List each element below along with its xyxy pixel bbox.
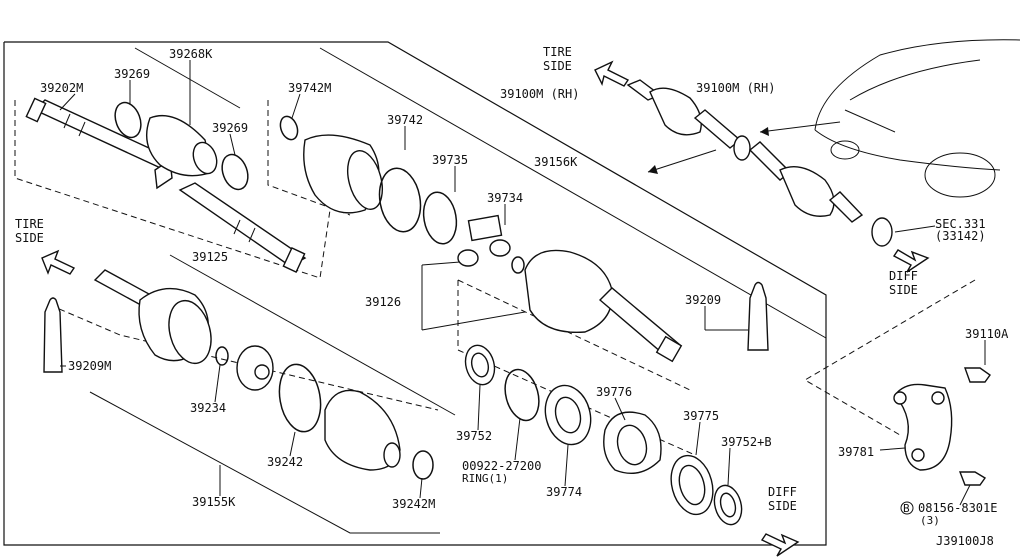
label-39774: 39774 <box>546 485 582 499</box>
label-bolt-qty: (3) <box>920 514 940 527</box>
vehicle-illustration <box>814 39 1021 198</box>
leader-lines <box>59 60 986 506</box>
label-00922-27200: 00922-27200 <box>462 459 541 473</box>
housing-39126 <box>457 249 696 456</box>
indicator-arrows <box>647 121 841 174</box>
bracket-39781 <box>804 279 991 515</box>
outer-frame <box>3 41 827 546</box>
diff-side-right-arrow <box>892 249 930 273</box>
diff-side-right-2: SIDE <box>889 283 918 297</box>
label-39776: 39776 <box>596 385 632 399</box>
label-39209: 39209 <box>685 293 721 307</box>
tire-side-top-1: TIRE <box>543 45 572 59</box>
label-39752b: 39752+B <box>721 435 772 449</box>
boot-39268k <box>114 101 249 191</box>
label-39775: 39775 <box>683 409 719 423</box>
boot-39742 <box>267 100 458 245</box>
grease-39209m <box>43 297 63 373</box>
label-39735: 39735 <box>432 153 468 167</box>
label-39742: 39742 <box>387 113 423 127</box>
label-39269-a: 39269 <box>114 67 150 81</box>
diff-side-bottom-arrow <box>760 533 800 557</box>
label-39242: 39242 <box>267 455 303 469</box>
diff-side-bottom-2: SIDE <box>768 499 797 513</box>
label-39209m: 39209M <box>68 359 111 373</box>
label-39110a: 39110A <box>965 327 1009 341</box>
label-sec331: SEC.331 <box>935 217 986 231</box>
part-labels: 39202M 39269 39268K 39269 39742M 39742 3… <box>40 47 1009 548</box>
label-39269-b: 39269 <box>212 121 248 135</box>
lower-joint-group <box>49 269 439 480</box>
label-39742m: 39742M <box>288 81 331 95</box>
diagram-id: J39100J8 <box>936 534 994 548</box>
label-39156k: 39156K <box>534 155 578 169</box>
label-39125: 39125 <box>192 250 228 264</box>
label-39234: 39234 <box>190 401 226 415</box>
bearing-group <box>464 344 743 526</box>
label-39202m: 39202M <box>40 81 83 95</box>
label-bolt-code: 08156-8301E <box>918 501 997 515</box>
label-39781: 39781 <box>838 445 874 459</box>
direction-labels: TIRE SIDE TIRE SIDE DIFF SIDE DIFF SIDE <box>15 45 918 513</box>
label-33142: (33142) <box>935 229 986 243</box>
bolt-symbol: B <box>903 502 910 515</box>
grease-39209 <box>747 281 769 351</box>
tire-side-top-arrow <box>594 60 630 87</box>
label-39100m-car: 39100M (RH) <box>696 81 775 95</box>
label-39100m-top: 39100M (RH) <box>500 87 579 101</box>
diff-side-bottom-1: DIFF <box>768 485 797 499</box>
drive-shaft-assembly <box>626 79 893 247</box>
tire-side-left-2: SIDE <box>15 231 44 245</box>
label-39242m: 39242M <box>392 497 435 511</box>
label-39126: 39126 <box>365 295 401 309</box>
label-39268k: 39268K <box>169 47 213 61</box>
label-ring-qty: RING(1) <box>462 472 508 485</box>
diff-side-right-1: DIFF <box>889 269 918 283</box>
label-39155k: 39155K <box>192 495 236 509</box>
label-39752: 39752 <box>456 429 492 443</box>
tire-side-left-1: TIRE <box>15 217 44 231</box>
tire-side-top-2: SIDE <box>543 59 572 73</box>
label-39734: 39734 <box>487 191 523 205</box>
shaft-39202m <box>14 97 331 279</box>
tire-side-left-arrow <box>41 249 76 275</box>
assembly-frame <box>89 47 827 534</box>
tripod-39734 <box>457 214 525 274</box>
